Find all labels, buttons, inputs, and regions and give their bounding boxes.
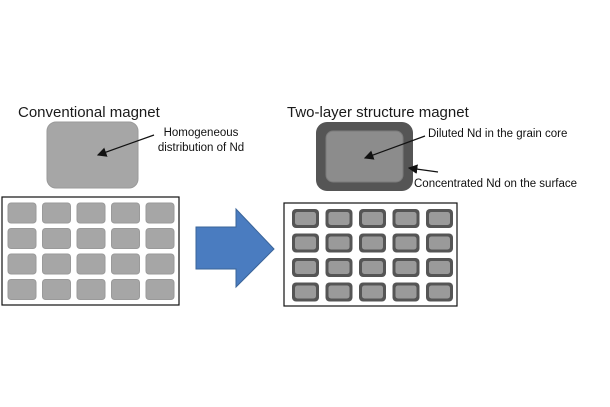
two-layer-grain-core — [325, 130, 404, 183]
two-layer-grain-cell-core — [362, 236, 383, 250]
two-layer-grain-cell-core — [295, 285, 316, 299]
conventional-grain-cell — [7, 253, 37, 275]
conventional-pointer — [96, 134, 155, 157]
conventional-grains — [7, 202, 175, 300]
two-layer-grain-cell-core — [395, 236, 417, 250]
conventional-grain-cell — [76, 228, 106, 249]
two-layer-grain-cell-core — [295, 212, 316, 225]
two-layer-grains — [292, 209, 453, 302]
two-layer-grain-cell-core — [429, 236, 450, 250]
conventional-grain-cell — [111, 253, 140, 275]
conventional-grain-cell — [42, 279, 71, 300]
conventional-grain-cell — [42, 228, 71, 249]
surface-annotation: Concentrated Nd on the surface — [414, 178, 578, 190]
conventional-annotation-line2: distribution of Nd — [157, 142, 245, 154]
conventional-grain-cell — [7, 279, 37, 300]
conventional-grain-cell — [42, 253, 71, 275]
conventional-grain-cell — [111, 202, 140, 224]
core-pointer — [363, 135, 426, 160]
conventional-grain-cell — [76, 253, 106, 275]
two-layer-grain-cell-core — [395, 212, 417, 225]
conventional-grain-cell — [7, 202, 37, 224]
conventional-grain-cell — [145, 202, 175, 224]
conventional-annotation: Homogeneous distribution of Nd — [153, 126, 249, 156]
conventional-grain-cell — [111, 228, 140, 249]
conventional-grain-cell — [145, 279, 175, 300]
two-layer-grain-cell-core — [328, 236, 350, 250]
two-layer-grain-cell-core — [328, 212, 350, 225]
conventional-grain-cell — [76, 279, 106, 300]
surface-pointer — [407, 164, 439, 174]
two-layer-grain-cell-core — [328, 261, 350, 274]
two-layer-grain-cell-core — [395, 285, 417, 299]
two-layer-grain-cell-core — [429, 261, 450, 274]
conventional-title: Conventional magnet — [18, 104, 160, 121]
two-layer-grain-cell-core — [295, 236, 316, 250]
conventional-grain-cell — [42, 202, 71, 224]
two-layer-title: Two-layer structure magnet — [287, 104, 469, 121]
conventional-grain-cell — [145, 228, 175, 249]
two-layer-grain-cell-core — [328, 285, 350, 299]
core-annotation: Diluted Nd in the grain core — [428, 128, 568, 140]
two-layer-grain-cell-core — [362, 261, 383, 274]
two-layer-grain-cell-core — [395, 261, 417, 274]
conventional-grain-cell — [145, 253, 175, 275]
two-layer-grain-cell-core — [362, 285, 383, 299]
conventional-grain — [46, 121, 139, 189]
two-layer-grain-cell-core — [429, 285, 450, 299]
conventional-grain-cell — [111, 279, 140, 300]
transition-arrow — [195, 207, 275, 289]
two-layer-grain-cell-core — [295, 261, 316, 274]
conventional-annotation-line1: Homogeneous — [163, 127, 239, 139]
two-layer-grain-cell-core — [362, 212, 383, 225]
two-layer-grain-cell-core — [429, 212, 450, 225]
conventional-grain-cell — [7, 228, 37, 249]
conventional-grain-cell — [76, 202, 106, 224]
